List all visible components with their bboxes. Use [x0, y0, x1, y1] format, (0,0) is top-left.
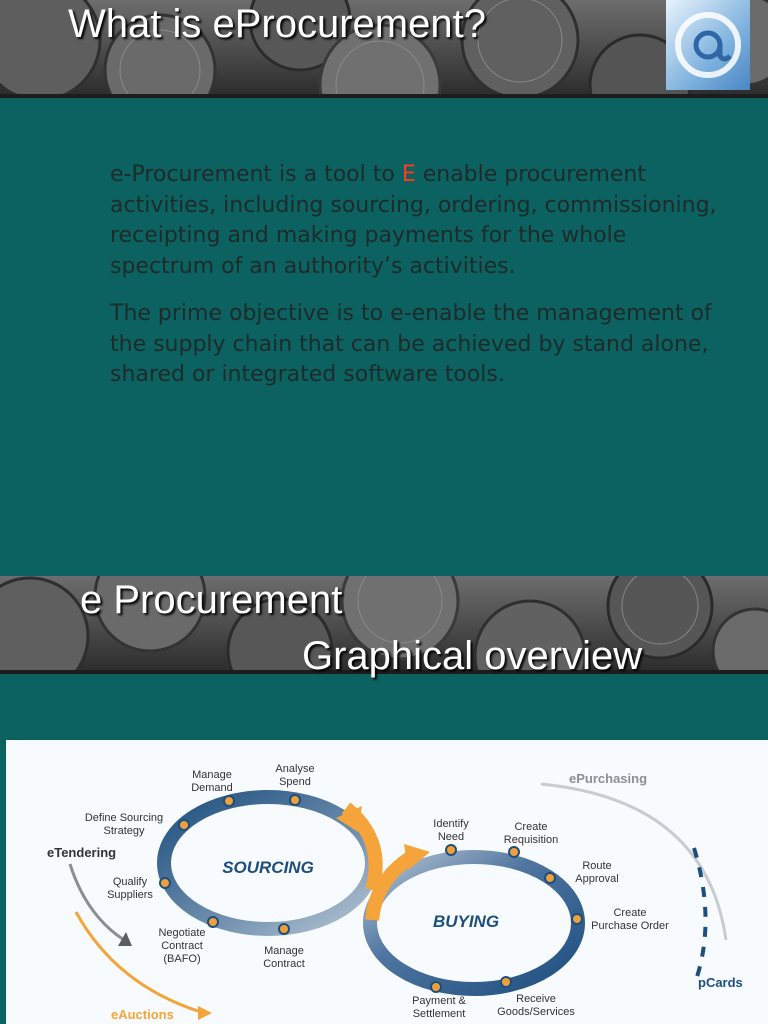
node-create-requisition [508, 846, 520, 858]
coins-background-art [0, 576, 768, 672]
slide-body: e-Procurement is a tool to E enable proc… [110, 160, 730, 408]
sourcing-label: SOURCING [222, 858, 314, 877]
node-payment [430, 981, 442, 993]
node-define-strategy [178, 819, 190, 831]
node-identify-need [445, 844, 457, 856]
etendering-arrowhead [118, 932, 132, 946]
node-negotiate-contract [207, 916, 219, 928]
highlighted-letter-e: E [401, 162, 416, 187]
etendering-label: eTendering [47, 845, 116, 860]
slide-title: What is eProcurement? [68, 2, 486, 46]
node-create-po [571, 913, 583, 925]
node-analyse-spend [289, 794, 301, 806]
paragraph-definition-start: e-Procurement is a tool to [110, 162, 402, 187]
banner-divider [0, 94, 768, 98]
paragraph-objective: The prime objective is to e-enable the m… [110, 301, 712, 387]
etendering-arrow [68, 863, 125, 942]
coins-banner [0, 0, 768, 96]
cycle-diagram-svg: SOURCING BUYING eTendering eAuctions ePu… [47, 763, 743, 1022]
eauctions-label: eAuctions [111, 1007, 174, 1022]
slide-what-is-eprocurement: What is eProcurement? e-Procurement is a… [0, 0, 768, 576]
slide-title-line2: Graphical overview [302, 634, 643, 678]
node-manage-contract [278, 923, 290, 935]
buying-orange-arrowhead [404, 844, 430, 870]
eauctions-arrow [74, 911, 202, 1014]
eauctions-arrowhead [198, 1006, 212, 1020]
node-receive-goods [500, 976, 512, 988]
buying-label: BUYING [433, 912, 499, 931]
procurement-cycle-diagram: SOURCING BUYING eTendering eAuctions ePu… [6, 740, 768, 1024]
step-payment-settlement: Payment &Settlement [412, 995, 466, 1020]
banner-divider [0, 670, 768, 674]
node-route-approval [544, 872, 556, 884]
node-dots [159, 794, 583, 993]
epurchasing-label: ePurchasing [569, 771, 647, 786]
slide-title-line1: e Procurement [80, 578, 343, 622]
node-manage-demand [223, 795, 235, 807]
email-at-logo [666, 0, 750, 90]
epurchasing-arc [540, 782, 728, 941]
pcards-label: pCards [698, 975, 743, 990]
paragraph-definition: e-Procurement is a tool to E enable proc… [110, 160, 730, 282]
sourcing-orange-arrowhead [336, 806, 362, 832]
at-sign-icon [675, 12, 741, 78]
buying-orange-arc [365, 852, 414, 921]
paragraph-definition-end: enable procurement activities, including… [110, 162, 717, 279]
coins-banner [0, 576, 768, 672]
coins-background-art [0, 0, 768, 96]
pcards-dashed-arc [692, 847, 708, 981]
node-qualify-suppliers [159, 877, 171, 889]
